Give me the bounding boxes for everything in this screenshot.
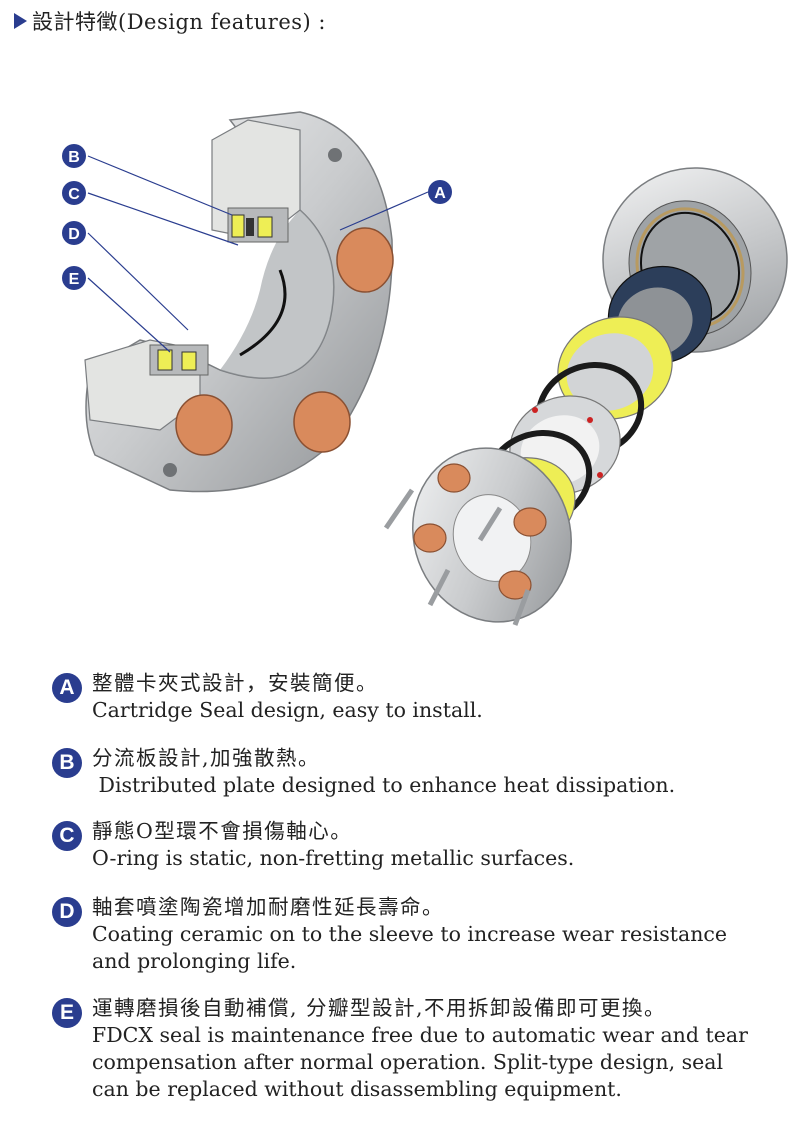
feature-c-en: O-ring is static, non-fretting metallic … bbox=[92, 846, 575, 870]
callout-b: B bbox=[62, 144, 86, 168]
callout-d: D bbox=[62, 221, 86, 245]
seal-illustration: B C D E A bbox=[62, 111, 788, 626]
feature-badge-e: E bbox=[52, 998, 82, 1028]
svg-text:D: D bbox=[68, 226, 80, 243]
section-title: 設計特徵(Design features) : bbox=[32, 10, 326, 34]
feature-d-en: Coating ceramic on to the sleeve to incr… bbox=[92, 922, 728, 973]
callout-e: E bbox=[62, 266, 86, 290]
feature-e-zh: 運轉磨損後自動補償, 分瓣型設計,不用拆卸設備即可更換。 bbox=[92, 996, 667, 1020]
svg-text:C: C bbox=[68, 186, 80, 203]
feature-a-zh: 整體卡夾式設計，安裝簡便。 bbox=[92, 671, 378, 695]
feature-b: B 分流板設計,加強散熱。 Distributed plate designed… bbox=[52, 745, 675, 799]
feature-a: A 整體卡夾式設計，安裝簡便。 Cartridge Seal design, e… bbox=[52, 670, 483, 724]
feature-c: C 靜態O型環不會損傷軸心。 O-ring is static, non-fre… bbox=[52, 818, 574, 872]
feature-badge-d: D bbox=[52, 897, 82, 927]
feature-a-en: Cartridge Seal design, easy to install. bbox=[92, 698, 483, 722]
triangle-bullet-icon bbox=[14, 13, 27, 29]
section-header: 設計特徵(Design features) : bbox=[14, 6, 326, 36]
callout-c: C bbox=[62, 181, 86, 205]
feature-b-zh: 分流板設計,加強散熱。 bbox=[92, 746, 321, 770]
callout-a: A bbox=[428, 180, 452, 204]
feature-d-zh: 軸套噴塗陶瓷增加耐磨性延長壽命。 bbox=[92, 895, 444, 919]
feature-b-en: Distributed plate designed to enhance he… bbox=[92, 773, 676, 797]
svg-text:A: A bbox=[434, 185, 446, 202]
feature-badge-c: C bbox=[52, 821, 82, 851]
feature-c-zh: 靜態O型環不會損傷軸心。 bbox=[92, 819, 353, 843]
feature-e: E 運轉磨損後自動補償, 分瓣型設計,不用拆卸設備即可更換。 FDCX seal… bbox=[52, 995, 748, 1103]
exploded-seal-view bbox=[383, 167, 788, 626]
feature-d: D 軸套噴塗陶瓷增加耐磨性延長壽命。 Coating ceramic on to… bbox=[52, 894, 727, 975]
cutaway-seal-view bbox=[84, 111, 394, 493]
svg-text:E: E bbox=[69, 271, 80, 288]
feature-badge-b: B bbox=[52, 748, 82, 778]
callout-leaders bbox=[87, 155, 429, 353]
feature-e-en: FDCX seal is maintenance free due to aut… bbox=[92, 1023, 748, 1101]
feature-badge-a: A bbox=[52, 673, 82, 703]
svg-text:B: B bbox=[68, 149, 80, 166]
